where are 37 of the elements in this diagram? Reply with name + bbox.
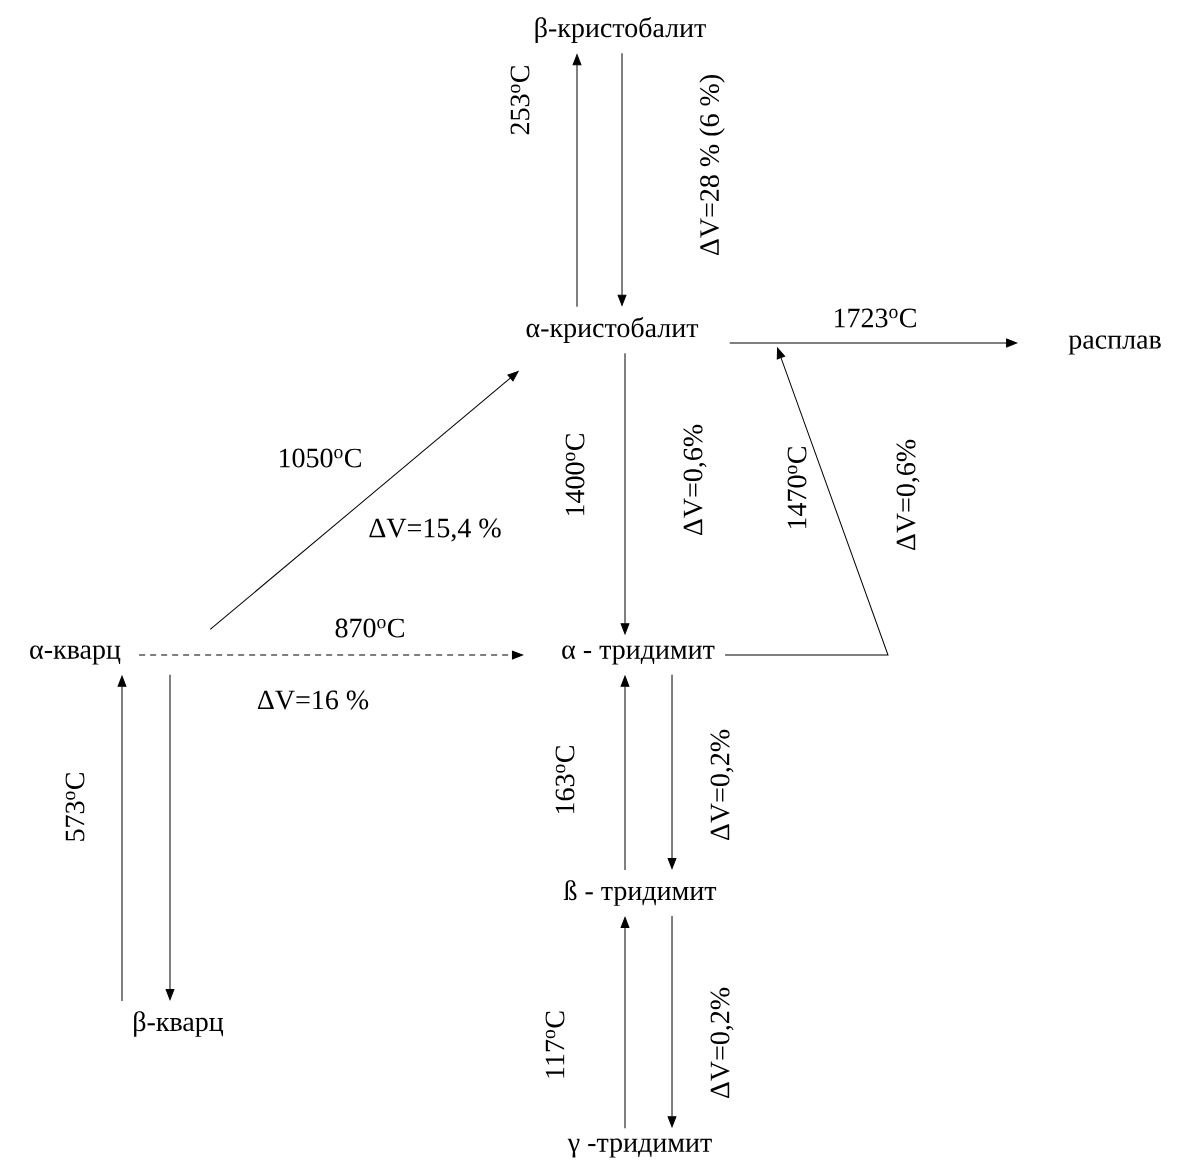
edge-label: 1050$^{o}$C bbox=[280, 448, 361, 468]
edge-label: 117$^{o}$C bbox=[545, 1011, 565, 1078]
edge-label: 870$^{o}$C bbox=[335, 618, 404, 638]
phase-label: γ -тридимит bbox=[567, 1138, 712, 1158]
arrow bbox=[729, 338, 1018, 348]
edge-label: 1400$^{o}$C bbox=[565, 434, 585, 516]
edge-label: 253$^{o}$C bbox=[510, 66, 530, 135]
arrow bbox=[667, 674, 677, 870]
edge-label: 573$^{o}$C bbox=[65, 773, 85, 841]
arrow bbox=[724, 347, 889, 656]
arrow bbox=[667, 915, 677, 1128]
arrow bbox=[617, 52, 627, 306]
edge-label: ΔV=28 % (6 %) bbox=[699, 75, 725, 256]
edge-label: ΔV=0,2% bbox=[710, 987, 734, 1099]
arrow bbox=[117, 675, 127, 1002]
arrow bbox=[165, 674, 175, 1001]
volume-change-label: ΔV=15,4 % bbox=[369, 518, 501, 542]
phase-label: α-кварц bbox=[30, 645, 121, 665]
phase-label: β-кварц bbox=[134, 1011, 224, 1037]
phase-label: α-кристобалит bbox=[526, 317, 699, 343]
phase-label: ß - тридимит bbox=[563, 880, 717, 906]
arrow bbox=[138, 650, 523, 660]
arrow bbox=[620, 675, 630, 871]
arrow bbox=[620, 916, 630, 1129]
volume-change-label: ΔV=0,6% bbox=[683, 424, 707, 536]
phase-label: α - тридимит bbox=[562, 645, 715, 665]
arrow bbox=[572, 54, 582, 308]
edge-label: 1723$^{o}$C bbox=[835, 308, 916, 328]
edge-label: 1470$^{o}$C bbox=[787, 447, 807, 529]
edge-label: 163$^{o}$C bbox=[555, 746, 575, 814]
arrow bbox=[620, 352, 630, 635]
phase-label: расплав bbox=[1068, 335, 1161, 355]
phase-label: β-кристобалит bbox=[535, 17, 706, 43]
volume-change-label: ΔV=0,6% bbox=[896, 439, 920, 551]
volume-change-label: ΔV=16 % bbox=[257, 690, 369, 710]
arrow bbox=[209, 371, 519, 630]
edge-label: ΔV=0,2% bbox=[710, 729, 734, 841]
